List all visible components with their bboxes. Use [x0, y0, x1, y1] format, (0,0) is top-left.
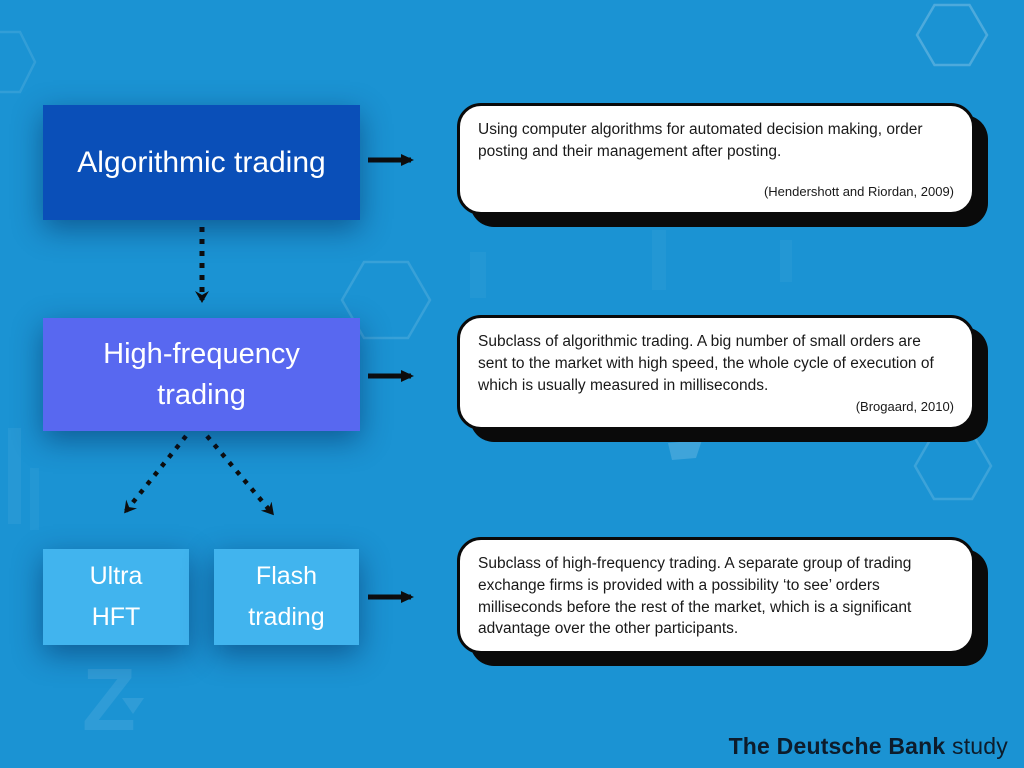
study-title-regular: study: [945, 733, 1008, 759]
study-title: The Deutsche Bank study: [729, 733, 1008, 760]
note-flash-definition: Subclass of high-frequency trading. A se…: [457, 537, 975, 654]
note-citation: (Brogaard, 2010): [855, 399, 954, 414]
candlestick-decoration: [780, 240, 792, 282]
note-citation: (Hendershott and Riordan, 2009): [763, 184, 954, 199]
candlestick-decoration: [8, 428, 21, 524]
note-hft-definition: Subclass of algorithmic trading. A big n…: [457, 315, 975, 430]
candlestick-decoration: [652, 230, 666, 290]
candlestick-decoration: [30, 468, 39, 530]
node-flash-trading: Flash trading: [214, 549, 359, 645]
light-patch-decoration: [668, 440, 702, 460]
hexagon-icon: [913, 431, 993, 501]
node-label: Ultra HFT: [89, 562, 143, 631]
dotted-arrow-hft-to-ultra: [124, 434, 188, 514]
svg-text:Z: Z: [82, 650, 136, 749]
node-label: Algorithmic trading: [77, 145, 326, 179]
node-high-frequency-trading: High-frequency trading: [43, 318, 360, 431]
node-label: High-frequency trading: [103, 337, 300, 411]
hexagon-icon: [915, 3, 989, 67]
note-text: Subclass of algorithmic trading. A big n…: [478, 333, 934, 394]
dotted-arrow-hft-to-flash: [205, 434, 274, 516]
candlestick-decoration: [470, 252, 486, 298]
node-ultra-hft: Ultra HFT: [43, 549, 189, 645]
hexagon-icon: [0, 30, 37, 94]
note-algorithmic-definition: Using computer algorithms for automated …: [457, 103, 975, 215]
study-title-bold: The Deutsche Bank: [728, 733, 946, 759]
z-logo-watermark: Z: [82, 650, 144, 749]
node-algorithmic-trading: Algorithmic trading: [43, 105, 360, 220]
note-text: Using computer algorithms for automated …: [478, 121, 923, 160]
node-label: Flash trading: [248, 562, 325, 631]
note-text: Subclass of high-frequency trading. A se…: [478, 555, 912, 638]
